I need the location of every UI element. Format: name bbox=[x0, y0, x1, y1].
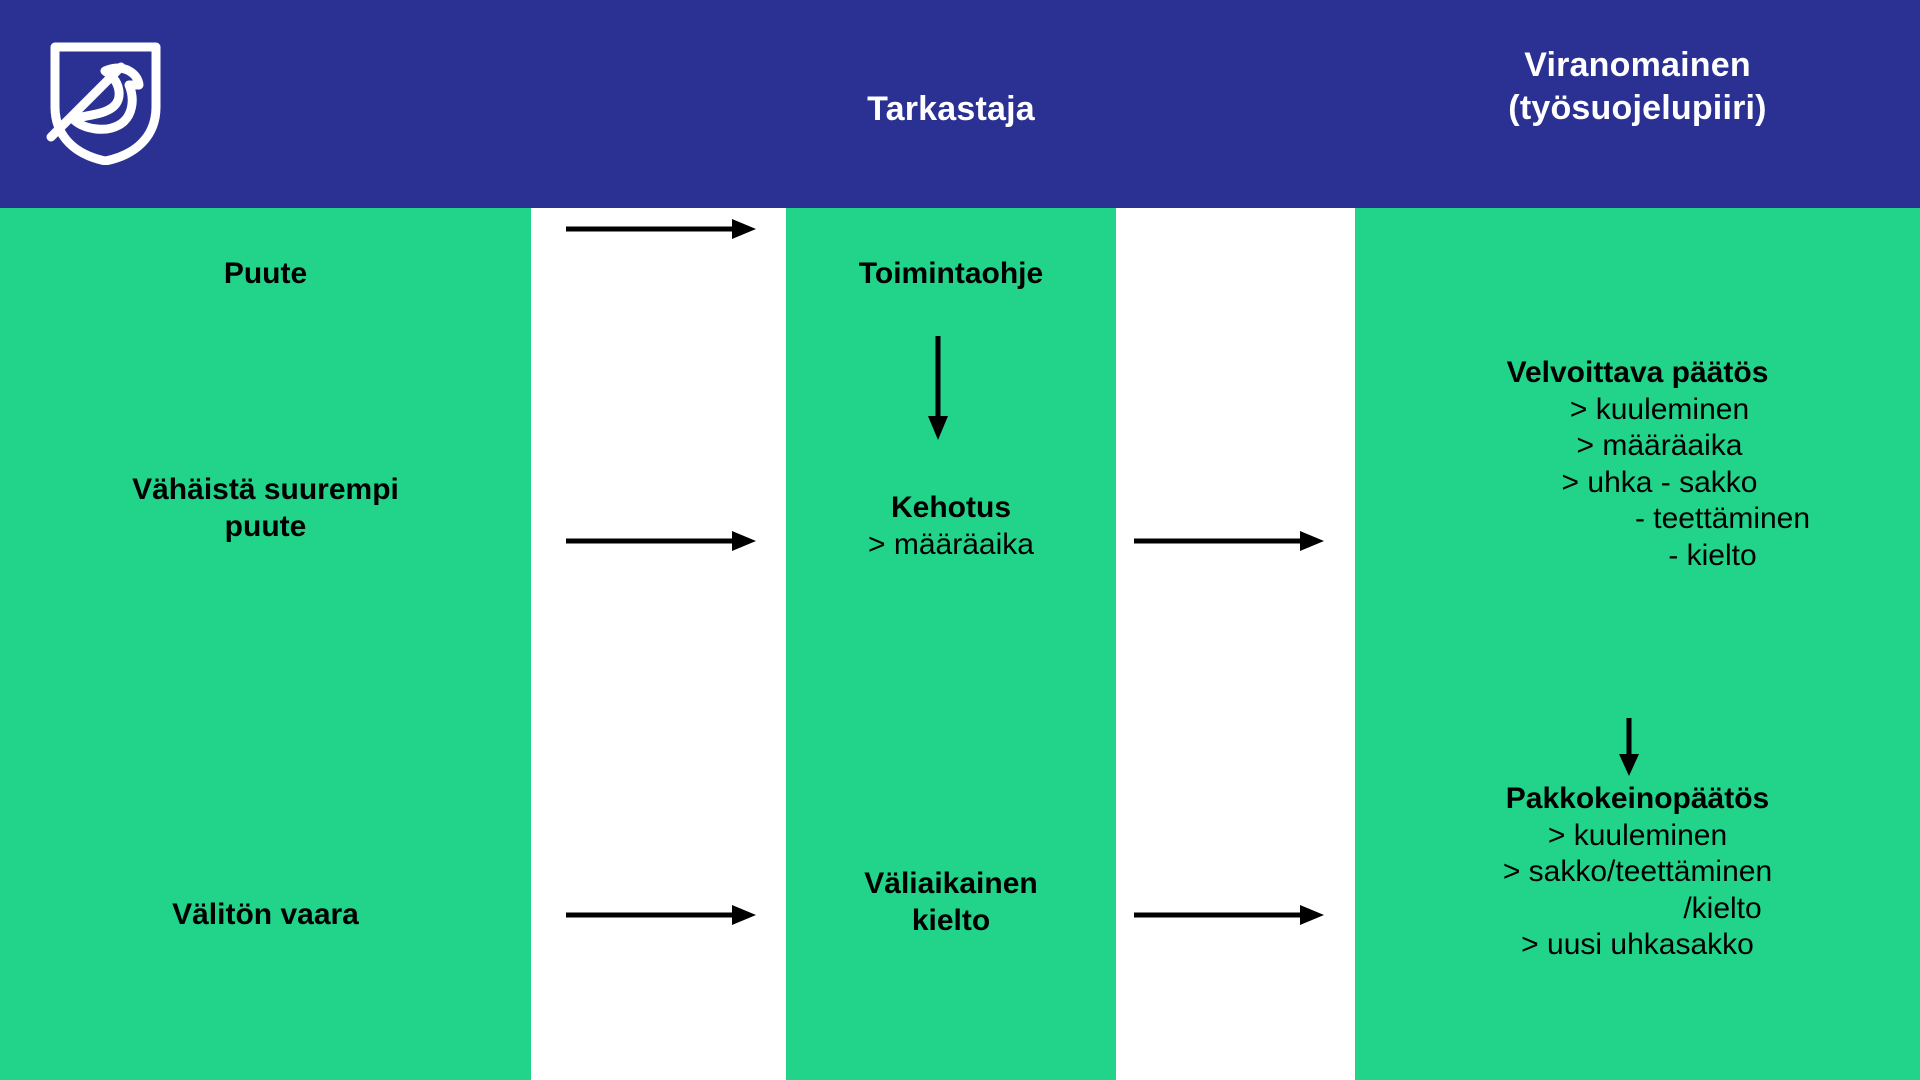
block-toimintaohje: Toimintaohje bbox=[786, 256, 1116, 293]
arrow-valiaikainen-to-pakkokeino bbox=[1134, 902, 1324, 928]
block-line: > määräaika bbox=[1576, 429, 1743, 463]
block-line: puute bbox=[224, 509, 307, 543]
block-line: > uhka - sakko bbox=[1561, 465, 1758, 499]
authority-column bbox=[1355, 208, 1920, 1080]
arrow-velvoittava-to-pakkokeino bbox=[1616, 718, 1642, 776]
block-line: Kehotus bbox=[891, 491, 1011, 524]
block-puute: Puute bbox=[0, 256, 531, 293]
block-pakkokeinopaatos: Pakkokeinopäätös > kuuleminen > sakko/te… bbox=[1355, 781, 1920, 964]
block-line: Toimintaohje bbox=[858, 257, 1044, 290]
header-title-tarkastaja: Tarkastaja bbox=[786, 88, 1116, 131]
arrow-vahaista-to-kehotus bbox=[566, 528, 756, 554]
header-title-line: Viranomainen bbox=[1524, 46, 1751, 84]
block-line: > kuuleminen bbox=[1547, 818, 1728, 852]
arrow-kehotus-to-velvoittava bbox=[1134, 528, 1324, 554]
block-line: /kielto bbox=[1683, 891, 1762, 925]
block-line: Vähäistä suurempi bbox=[132, 473, 399, 506]
inspector-column bbox=[786, 208, 1116, 1080]
block-line: > uusi uhkasakko bbox=[1521, 928, 1754, 962]
block-valiaikainen-kielto: Väliaikainen kielto bbox=[786, 866, 1116, 939]
header-title-viranomainen: Viranomainen (työsuojelupiiri) bbox=[1355, 44, 1920, 129]
block-line: - kielto bbox=[1668, 538, 1757, 572]
shield-bird-logo bbox=[43, 37, 168, 165]
block-line: Velvoittava päätös bbox=[1506, 356, 1769, 389]
block-line: kielto bbox=[911, 903, 991, 937]
block-line: > määräaika bbox=[868, 527, 1034, 561]
block-line: > kuuleminen bbox=[1569, 392, 1750, 426]
block-kehotus: Kehotus > määräaika bbox=[786, 490, 1116, 563]
header-title-line: Tarkastaja bbox=[867, 90, 1035, 128]
block-line: Väliaikainen bbox=[864, 867, 1038, 900]
arrow-valiton-to-valiaikainen bbox=[566, 902, 756, 928]
block-line: > sakko/teettäminen bbox=[1502, 855, 1773, 889]
block-velvoittava-paatos: Velvoittava päätös > kuuleminen > määräa… bbox=[1355, 355, 1920, 575]
arrow-puute-to-toimintaohje bbox=[566, 216, 756, 242]
header-band: Tarkastaja Viranomainen (työsuojelupiiri… bbox=[0, 0, 1920, 208]
arrow-toimintaohje-to-kehotus bbox=[925, 336, 951, 440]
block-line: Pakkokeinopäätös bbox=[1505, 782, 1770, 815]
header-title-line: (työsuojelupiiri) bbox=[1508, 88, 1767, 127]
block-line: Välitön vaara bbox=[172, 898, 359, 931]
block-valiton-vaara: Välitön vaara bbox=[0, 897, 531, 934]
block-line: - teettäminen bbox=[1634, 502, 1811, 536]
block-vahaista-suurempi-puute: Vähäistä suurempi puute bbox=[0, 472, 531, 545]
situation-column bbox=[0, 208, 531, 1080]
block-line: Puute bbox=[223, 257, 308, 290]
